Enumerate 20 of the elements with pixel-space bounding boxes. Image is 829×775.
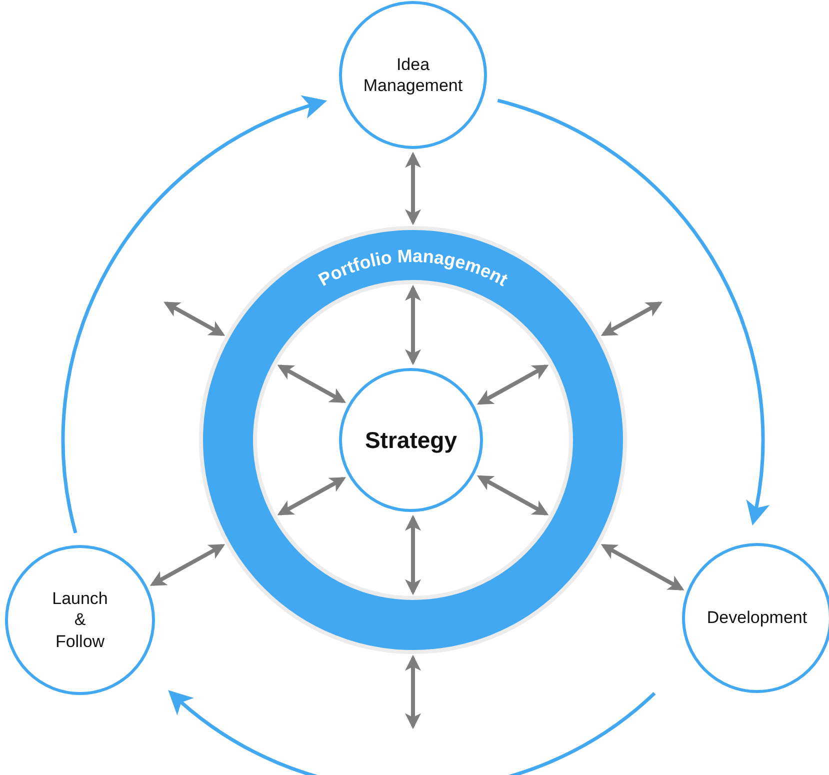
double-arrow	[277, 364, 346, 404]
node-label: Strategy	[364, 426, 458, 454]
curved-arrow	[61, 96, 327, 534]
double-arrow	[150, 544, 226, 586]
node-label: Development	[706, 607, 808, 629]
double-arrow	[405, 152, 421, 226]
ring-band	[201, 228, 625, 652]
double-arrow	[600, 302, 662, 336]
double-arrow	[164, 302, 226, 336]
double-arrow	[476, 475, 549, 516]
double-arrow	[476, 364, 549, 405]
node-label: Idea Management	[363, 54, 463, 96]
curved-arrow	[497, 98, 769, 526]
double-arrow	[405, 654, 421, 730]
double-arrow	[600, 544, 684, 591]
node-label: Launch & Follow	[52, 588, 108, 652]
double-arrow	[405, 514, 421, 596]
double-arrow	[277, 476, 346, 516]
curved-arrow	[168, 690, 656, 775]
double-arrow	[405, 284, 421, 366]
